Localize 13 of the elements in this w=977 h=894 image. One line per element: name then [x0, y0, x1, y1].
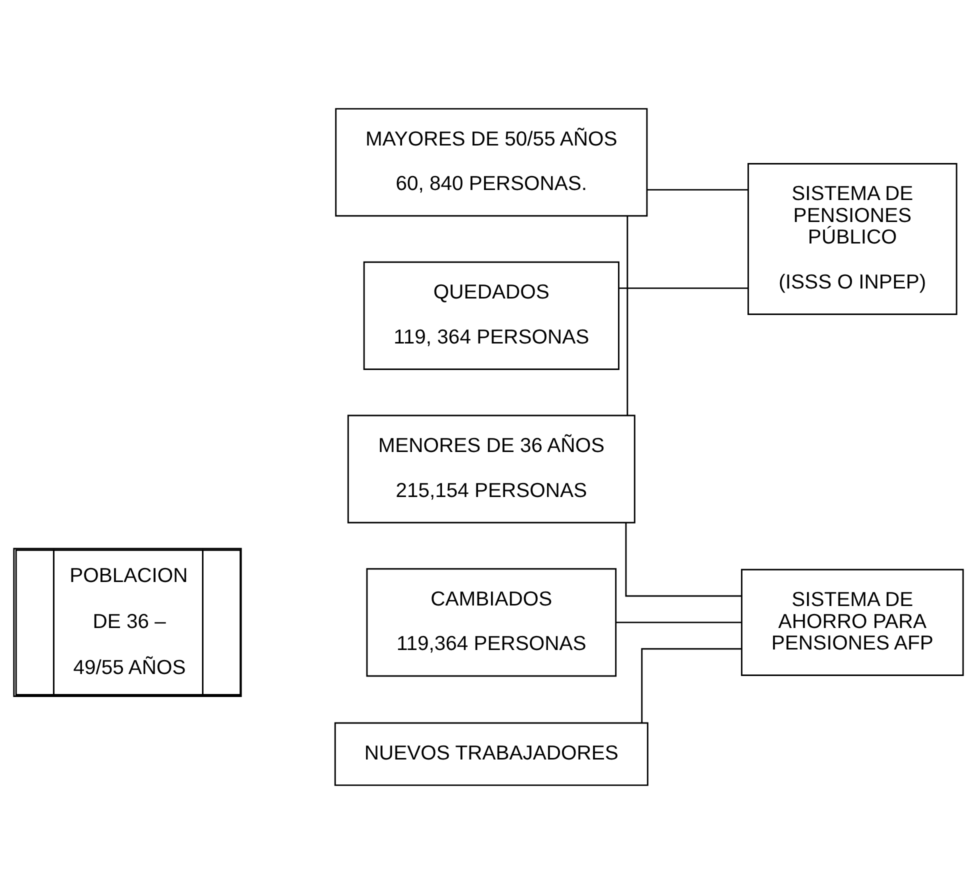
connector	[626, 216, 628, 416]
node-box: NUEVOS TRABAJADORES	[334, 722, 648, 786]
node-box: SISTEMA DE PENSIONES PÚBLICO (ISSS O INPEP)	[748, 163, 958, 315]
node-box: MAYORES DE 50/55 AÑOS 60, 840 PERSONAS.	[335, 108, 648, 217]
node-box: SISTEMA DE AHORRO PARA PENSIONES AFP	[740, 568, 964, 676]
connector	[641, 648, 742, 723]
node-box: QUEDADOS 119, 364 PERSONAS	[363, 261, 620, 370]
node-box: MENORES DE 36 AÑOS 215,154 PERSONAS	[347, 414, 636, 524]
connector	[619, 287, 748, 289]
connector	[647, 189, 748, 191]
connector	[616, 622, 742, 624]
node-box: CAMBIADOS 119,364 PERSONAS	[366, 568, 617, 677]
connector	[625, 522, 742, 597]
